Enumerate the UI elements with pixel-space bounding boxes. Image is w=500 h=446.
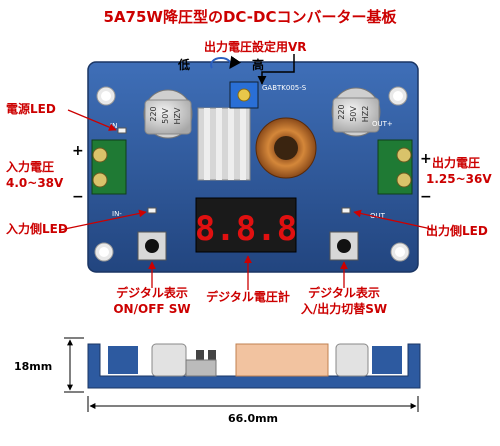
inductor-coil — [255, 117, 317, 179]
pcb-out-label: OUT+ — [372, 120, 393, 128]
dimension-width — [87, 396, 419, 412]
side-view — [87, 340, 421, 389]
display-select-switch[interactable] — [329, 231, 359, 261]
output-led — [341, 207, 351, 214]
pcb-out-minus-label: OUT — [370, 212, 386, 220]
leader-lines — [59, 109, 437, 290]
power-led-label: 電源LED — [6, 102, 56, 116]
input-terminal — [91, 139, 127, 195]
display-onoff-switch[interactable] — [137, 231, 167, 261]
display-digits: 8.8.8 — [195, 209, 297, 249]
potentiometer — [229, 81, 259, 109]
height-dimension-label: 18mm — [14, 360, 53, 373]
vr-high-label: 高 — [252, 58, 265, 72]
input-voltage-label: 入力電圧 — [6, 160, 55, 174]
input-led — [147, 207, 157, 214]
pcb-in-minus-label: IN- — [112, 210, 122, 218]
input-plus-sign: + — [72, 143, 84, 159]
rotate-icon — [210, 55, 242, 69]
cap-right-text-1: 220 — [337, 104, 346, 119]
input-minus-sign: − — [72, 189, 84, 205]
heatsink — [197, 107, 251, 181]
capacitor-left: 220 50V HZV — [143, 89, 193, 139]
output-minus-sign: − — [420, 189, 432, 205]
select-switch-label-2: 入/出力切替SW — [300, 302, 388, 316]
output-plus-sign: + — [420, 151, 432, 167]
cap-left-text-2: 50V — [161, 108, 170, 124]
power-led — [117, 127, 127, 134]
cap-right-text-3: HZ2 — [361, 106, 370, 123]
width-dimension-label: 66.0mm — [227, 412, 279, 425]
output-led-label: 出力側LED — [426, 224, 488, 238]
output-voltage-label: 出力電圧 — [432, 156, 481, 170]
output-terminal — [377, 139, 413, 195]
seven-segment-display: 8.8.8 — [195, 197, 297, 253]
pcb-model-label: GABTK005-S — [262, 84, 307, 92]
vr-label: 出力電圧設定用VR — [204, 40, 307, 54]
dimension-height — [64, 337, 84, 393]
input-led-label: 入力側LED — [6, 222, 68, 236]
onoff-switch-label-2: ON/OFF SW — [113, 302, 191, 316]
capacitor-right: 220 50V HZ2 — [331, 87, 381, 137]
cap-left-text-1: 220 — [149, 106, 158, 121]
pcb-board: 220 50V HZV 220 50V HZ2 — [87, 61, 419, 273]
vr-low-label: 低 — [178, 58, 191, 72]
page-title: 5A75W降圧型のDC-DCコンバーター基板 — [103, 8, 397, 26]
select-switch-label-1: デジタル表示 — [308, 286, 380, 300]
cap-left-text-3: HZV — [173, 107, 182, 124]
vr-annotation — [210, 54, 295, 85]
input-voltage-range: 4.0~38V — [6, 176, 64, 190]
output-voltage-range: 1.25~36V — [426, 172, 492, 186]
onoff-switch-label-1: デジタル表示 — [116, 286, 188, 300]
cap-right-text-2: 50V — [349, 106, 358, 122]
voltmeter-label: デジタル電圧計 — [206, 290, 290, 304]
